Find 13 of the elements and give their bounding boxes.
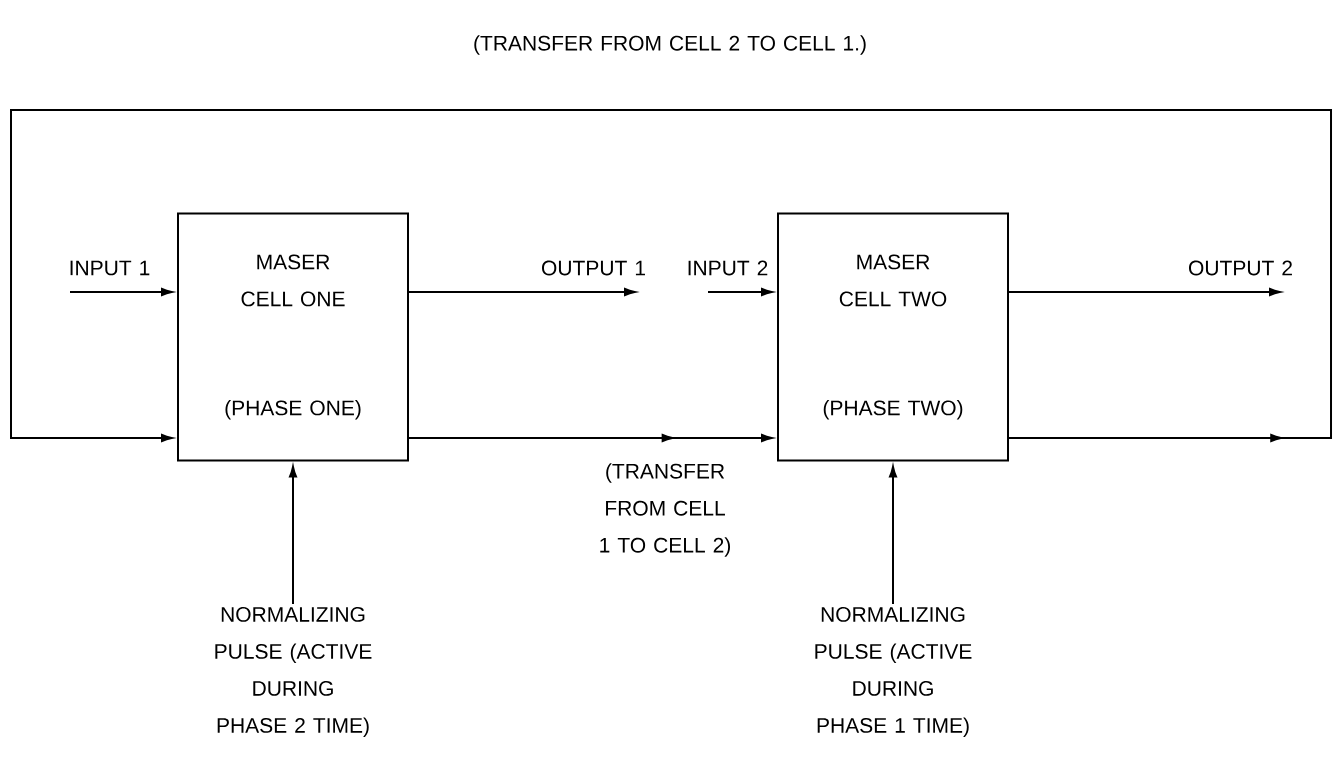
edge-label: OUTPUT 1 (542, 260, 645, 276)
edge-label: (TRANSFER FROM CELL 2 TO CELL 1.) (474, 35, 866, 55)
pulse-label: NORMALIZING PULSE (ACTIVE DURING PHASE 2 TIME) (215, 607, 372, 737)
arrow (889, 465, 897, 605)
maser-cell-box: MASER CELL ONE (PHASE ONE) (177, 212, 409, 462)
arrow (289, 465, 297, 605)
arrow (10, 109, 1332, 442)
maser-cell-box: MASER CELL TWO (PHASE TWO) (777, 212, 1009, 462)
edge-label: INPUT 1 (70, 260, 150, 276)
edge-label: (TRANSFER FROM CELL 1 TO CELL 2) (600, 463, 730, 557)
edge-label: OUTPUT 2 (1189, 260, 1292, 276)
pulse-label: NORMALIZING PULSE (ACTIVE DURING PHASE 1 TIME) (815, 607, 972, 737)
edge-label: INPUT 2 (688, 260, 768, 276)
